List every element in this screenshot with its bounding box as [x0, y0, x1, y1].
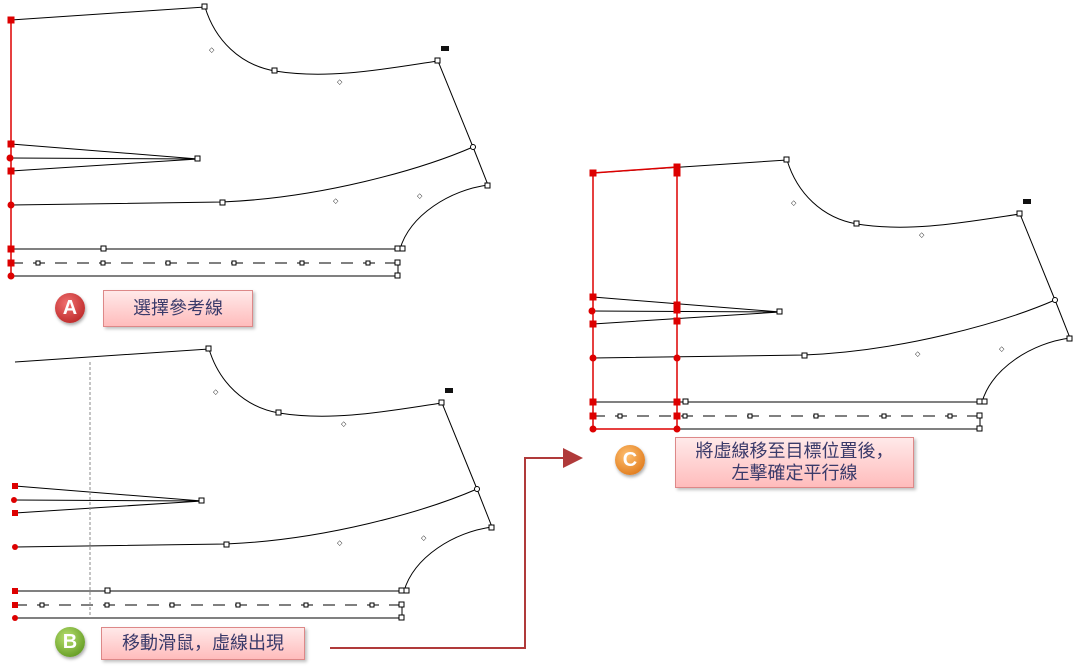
pattern-piece-a: [6, 3, 491, 280]
step-b-badge: B: [55, 627, 85, 657]
reference-line-points: [11, 483, 18, 621]
parallel-line-result[interactable]: [588, 163, 681, 433]
pattern-piece-b: [11, 345, 495, 621]
step-b-label: 移動滑鼠，虛線出現: [101, 627, 305, 660]
step-c-label-line1: 將虛線移至目標位置後，: [695, 441, 894, 462]
step-a-label: 選擇參考線: [103, 290, 253, 327]
step-arrow: [330, 448, 583, 649]
step-c-badge: C: [615, 445, 645, 475]
pattern-piece-c: [588, 156, 1073, 433]
step-c-label-line2: 左擊確定平行線: [731, 463, 858, 484]
step-c-label: 將虛線移至目標位置後， 左擊確定平行線: [675, 437, 914, 488]
step-a-badge: A: [55, 293, 85, 323]
selected-reference-line[interactable]: [6, 16, 15, 280]
